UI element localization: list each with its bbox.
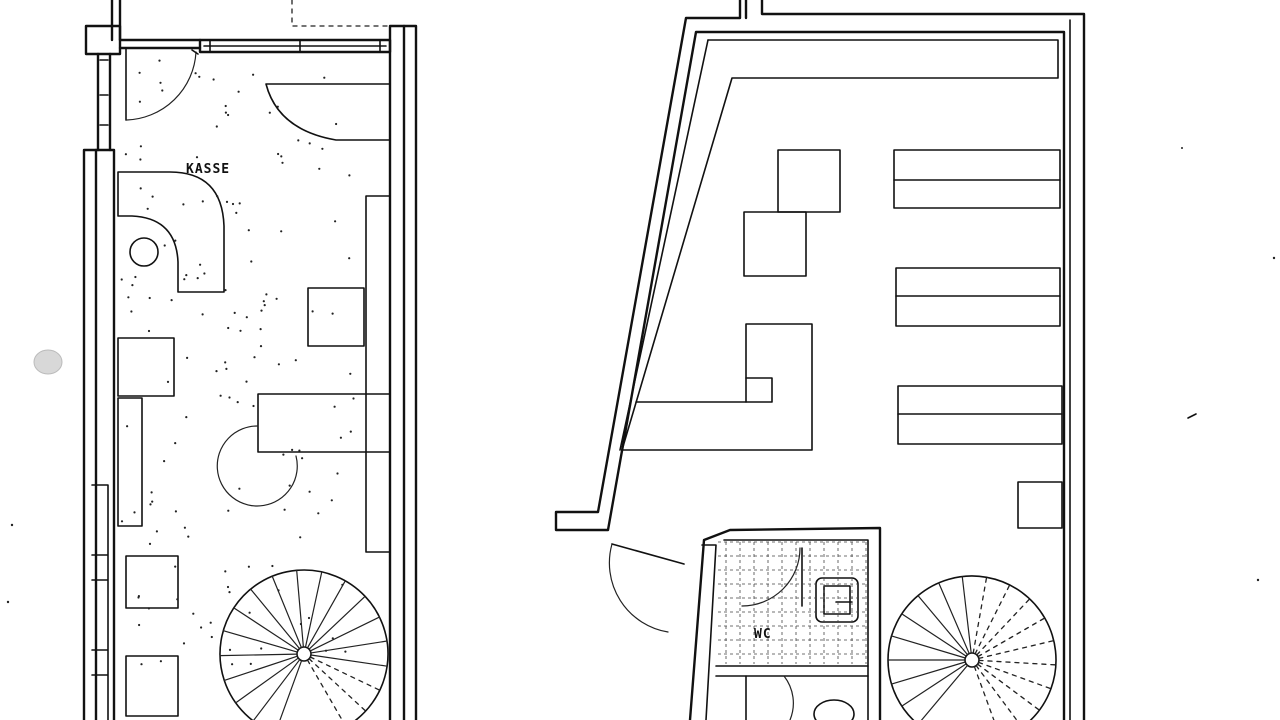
- display-shelf-top: [265, 83, 391, 141]
- desk-3: [1017, 481, 1063, 529]
- floor-texture: [120, 59, 355, 666]
- wall-shelf-right: [365, 195, 391, 553]
- entrance-door: [125, 47, 199, 121]
- spiral-staircase-upper: [887, 575, 1057, 720]
- label-wc: WC: [754, 627, 772, 642]
- shelf-row-2: [895, 267, 1061, 327]
- display-counter-middle: [257, 393, 391, 453]
- stair-door: [608, 543, 685, 633]
- spiral-staircase-ground: [219, 569, 389, 720]
- wc-tiles: [718, 541, 867, 664]
- wc-sink: [815, 577, 859, 623]
- ground-floor-walls: [82, 0, 418, 720]
- shelf-row-3: [897, 385, 1063, 445]
- desk-2: [743, 211, 807, 277]
- wc-room: [688, 526, 882, 720]
- display-box-left: [117, 337, 175, 397]
- display-table-1: [307, 287, 365, 347]
- display-box-lower-1: [125, 555, 179, 609]
- ground-floor-plan: KASSE: [82, 0, 418, 720]
- wall-shelf-left: [117, 397, 143, 527]
- round-table: [216, 425, 298, 507]
- wc-toilet: [813, 699, 855, 720]
- upper-floor-walls: [554, 0, 1086, 720]
- label-kasse: KASSE: [186, 162, 230, 177]
- upper-floor-plan: WC: [554, 0, 1086, 720]
- shelf-row-1: [893, 149, 1061, 209]
- display-box-lower-2: [125, 655, 179, 717]
- desk-1: [777, 149, 841, 213]
- scan-marks: [6, 147, 1276, 604]
- cashier-counter: [117, 171, 225, 293]
